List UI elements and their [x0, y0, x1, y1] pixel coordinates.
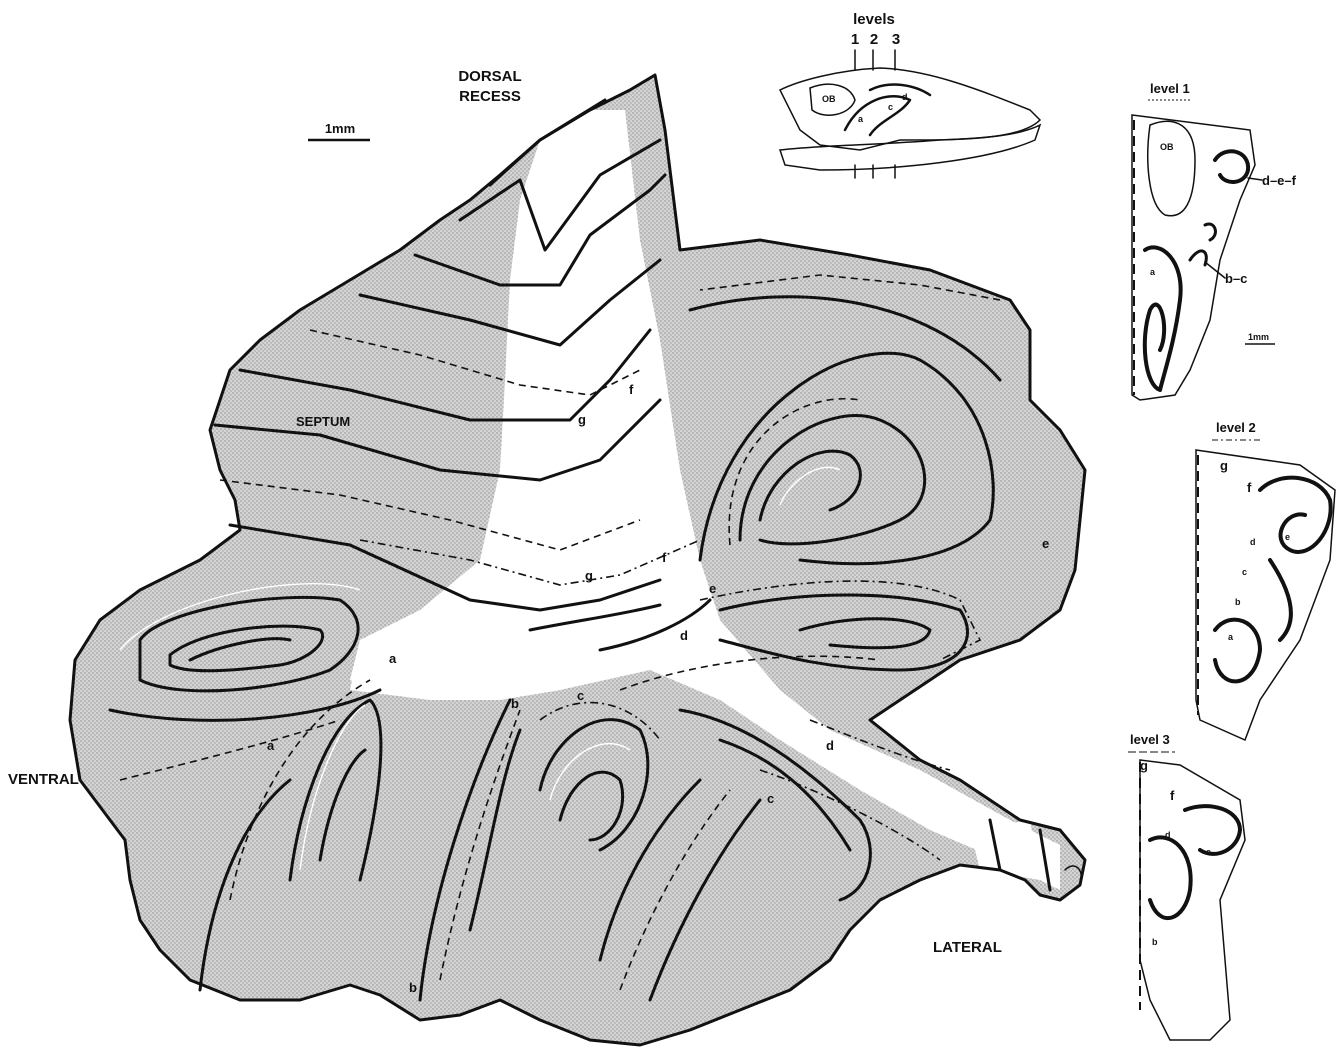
zone-letter-a: a [389, 651, 397, 666]
zone-letter-d: d [826, 738, 834, 753]
level-2-section: level 2 g f d e c b a [1196, 420, 1335, 740]
level-2-letter-a: a [1228, 632, 1234, 642]
levels-inset: levels 1 2 3 OB a c d [780, 11, 1040, 178]
zone-letter-e: e [709, 581, 716, 596]
level-3-letter-e: e [1206, 847, 1211, 857]
level-1-scale-label: 1mm [1248, 332, 1269, 342]
level-2-letter-d: d [1250, 537, 1256, 547]
level-1-section: level 1 OB d–e–f b–c a 1mm [1132, 81, 1297, 400]
level-3-letter-b: b [1152, 937, 1158, 947]
level-2-letter-f: f [1247, 480, 1252, 495]
zone-letter-g: g [578, 412, 586, 427]
dorsal-recess-label: DORSAL [458, 68, 521, 85]
inset-ob-label: OB [822, 94, 836, 104]
level-3-letter-g: g [1140, 758, 1148, 773]
level-3-section: level 3 g f d e b [1128, 732, 1245, 1040]
level-1-bc-label: b–c [1225, 271, 1247, 286]
level-1-ob-label: OB [1160, 142, 1174, 152]
inset-letter-c: c [888, 102, 893, 112]
level-3-letter-d: d [1165, 830, 1171, 840]
level-number-1: 1 [851, 31, 859, 48]
zone-letter-e: e [1042, 536, 1049, 551]
zone-letter-b: b [511, 696, 519, 711]
level-2-title: level 2 [1216, 420, 1256, 435]
zone-letter-f: f [629, 382, 634, 397]
level-1-letter-a: a [1150, 267, 1156, 277]
zone-letter-a: a [267, 738, 275, 753]
level-2-letter-b: b [1235, 597, 1241, 607]
level-2-letter-e: e [1285, 532, 1290, 542]
dorsal-recess-label: RECESS [459, 88, 521, 105]
zone-letter-g: g [585, 568, 593, 583]
zone-letter-c: c [767, 791, 774, 806]
level-3-letter-f: f [1170, 788, 1175, 803]
level-1-def-label: d–e–f [1262, 173, 1297, 188]
zone-letter-d: d [680, 628, 688, 643]
lateral-label: LATERAL [933, 939, 1002, 956]
septum-label: SEPTUM [296, 414, 350, 429]
ventral-label: VENTRAL [8, 771, 79, 788]
inset-letter-a: a [858, 114, 864, 124]
zone-letter-b: b [409, 980, 417, 995]
level-2-letter-c: c [1242, 567, 1247, 577]
level-2-letter-g: g [1220, 458, 1228, 473]
level-1-title: level 1 [1150, 81, 1190, 96]
scale-bar-label: 1mm [325, 121, 355, 136]
levels-title: levels [853, 11, 895, 28]
level-number-2: 2 [870, 31, 878, 48]
zone-letter-c: c [577, 688, 584, 703]
main-flatmap [70, 75, 1085, 1045]
level-number-3: 3 [892, 31, 900, 48]
level-3-title: level 3 [1130, 732, 1170, 747]
main-scale-bar: 1mm [308, 121, 370, 140]
zone-letter-f: f [662, 550, 667, 565]
inset-letter-d: d [902, 92, 908, 102]
